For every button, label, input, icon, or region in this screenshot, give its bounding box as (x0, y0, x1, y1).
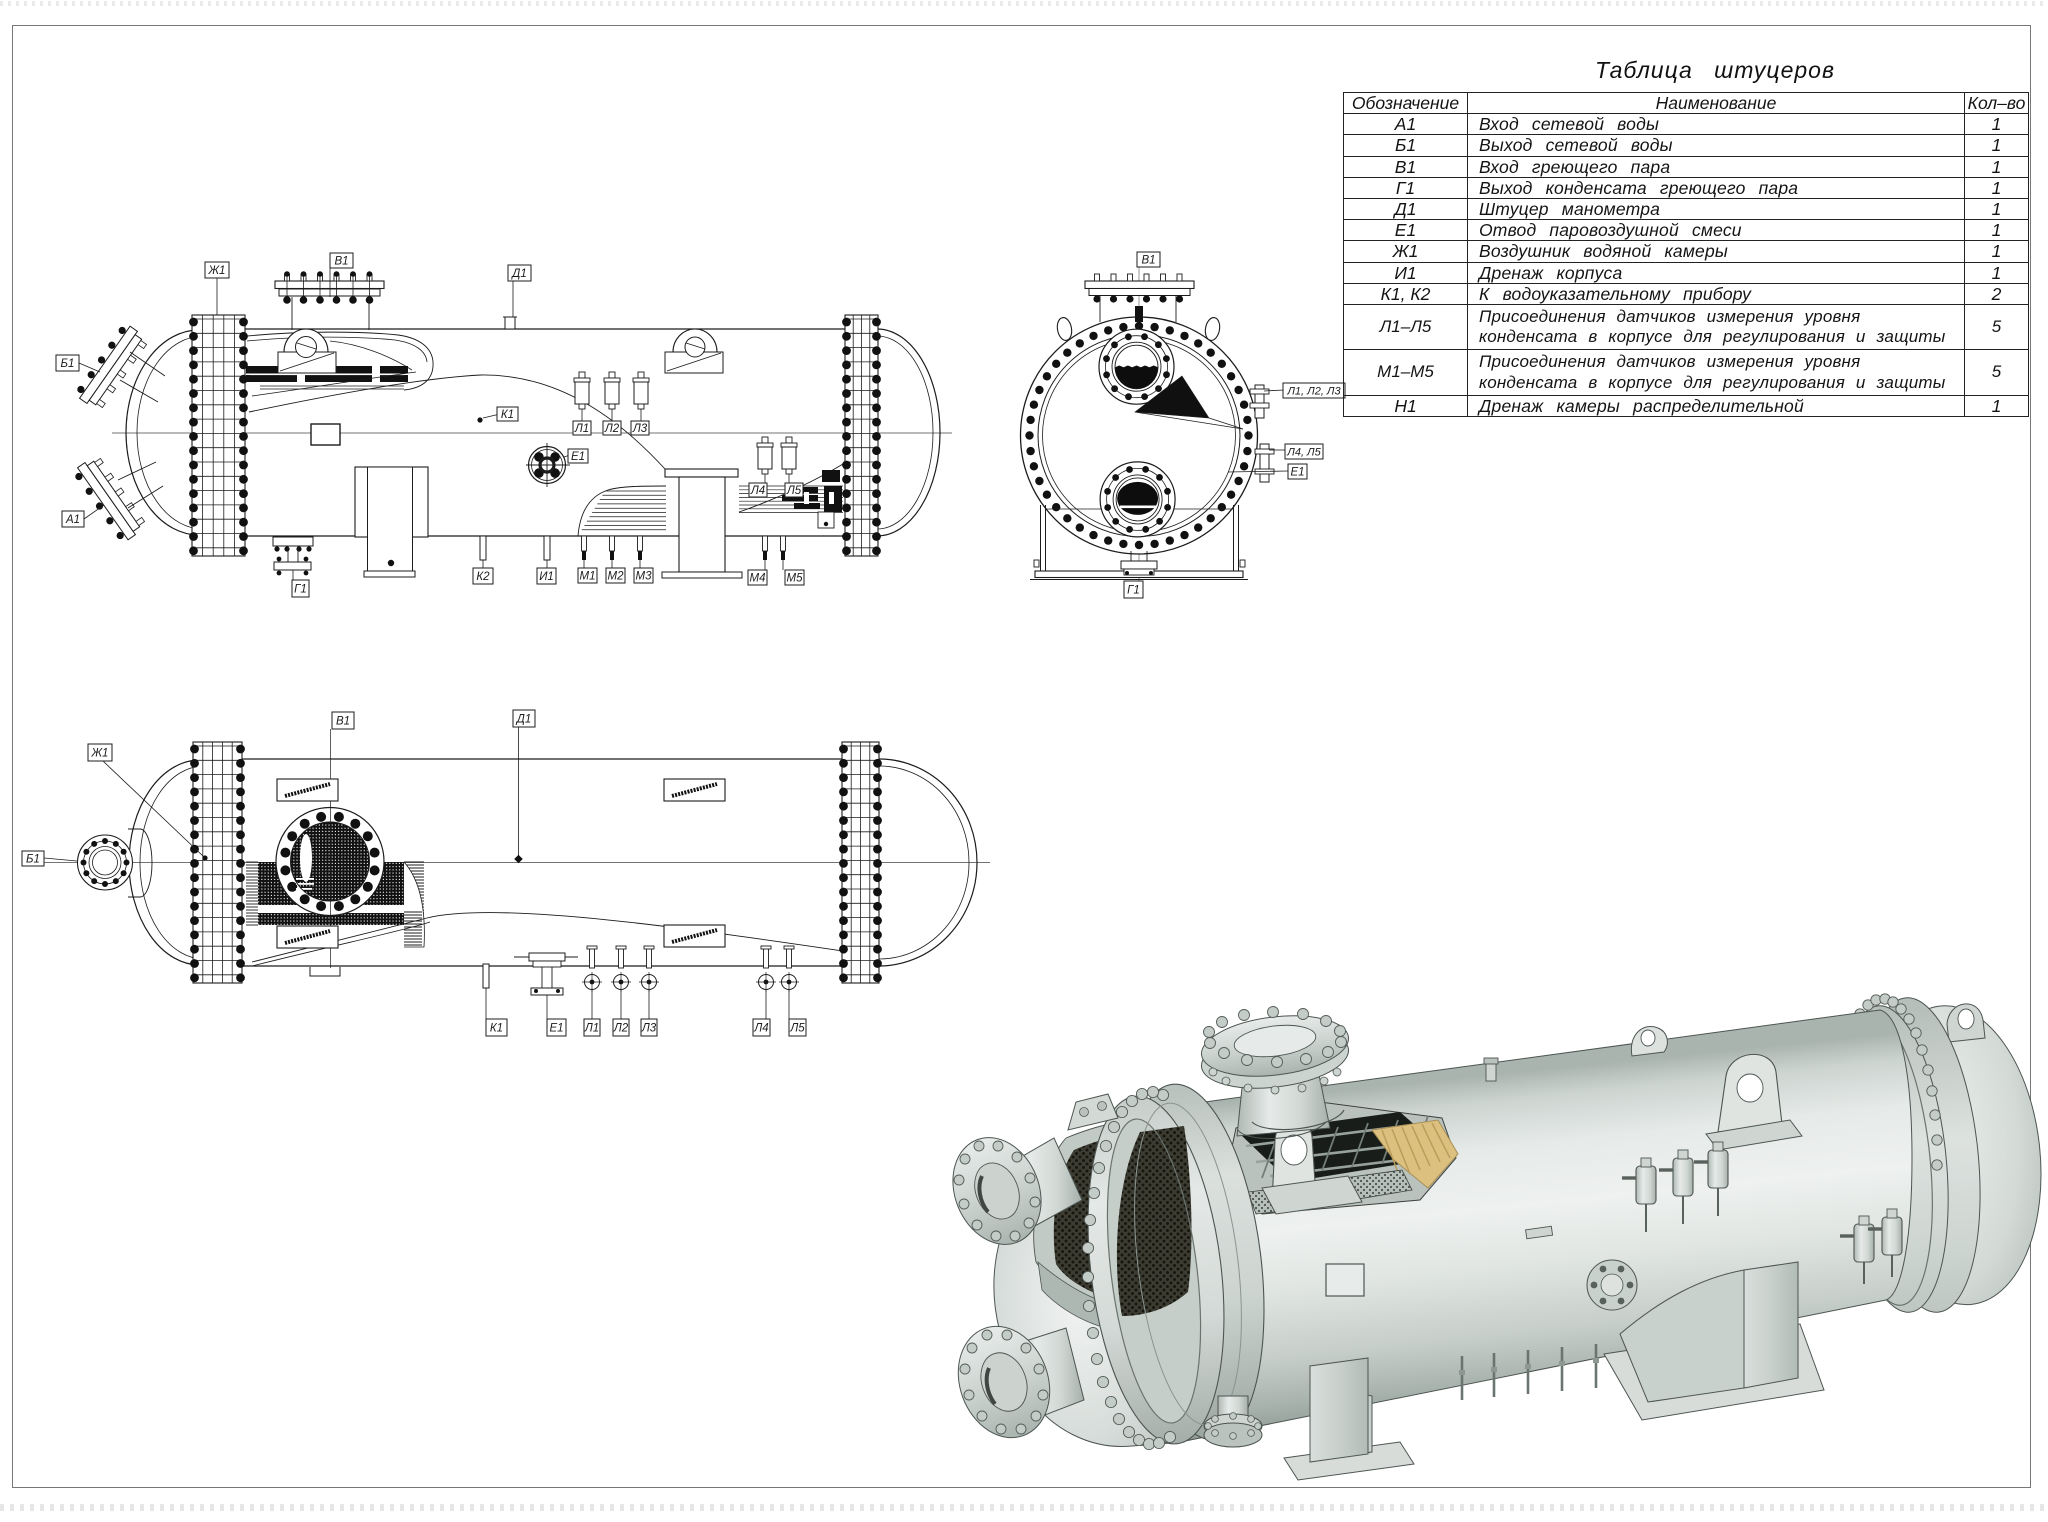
svg-text:М2: М2 (608, 571, 625, 583)
svg-text:К1: К1 (490, 1023, 503, 1035)
svg-text:А1: А1 (65, 514, 80, 526)
svg-text:Б1: Б1 (26, 854, 40, 866)
svg-text:Л4, Л5: Л4, Л5 (1286, 447, 1321, 459)
svg-text:М3: М3 (636, 571, 653, 583)
svg-text:Е1: Е1 (549, 1023, 563, 1035)
svg-text:Л3: Л3 (641, 1023, 657, 1035)
svg-text:Л3: Л3 (632, 423, 648, 435)
svg-text:Е1: Е1 (1290, 467, 1304, 479)
svg-text:Л5: Л5 (789, 1023, 805, 1035)
svg-text:Д1: Д1 (515, 714, 532, 726)
svg-text:Г1: Г1 (1127, 585, 1140, 597)
svg-text:К1: К1 (501, 409, 514, 421)
svg-text:Г1: Г1 (294, 584, 307, 596)
svg-text:Е1: Е1 (571, 451, 585, 463)
svg-text:Л2: Л2 (604, 423, 620, 435)
svg-text:М1: М1 (580, 571, 596, 583)
svg-text:Д1: Д1 (510, 268, 527, 280)
svg-text:Л4: Л4 (750, 485, 765, 497)
svg-text:Б1: Б1 (61, 358, 75, 370)
svg-text:Л1, Л2, Л3: Л1, Л2, Л3 (1286, 386, 1341, 398)
svg-text:Ж1: Ж1 (208, 265, 226, 277)
svg-text:В1: В1 (334, 256, 348, 268)
svg-text:Л4: Л4 (753, 1023, 768, 1035)
svg-text:В1: В1 (336, 716, 350, 728)
svg-text:В1: В1 (1141, 255, 1155, 267)
svg-text:Л2: Л2 (613, 1023, 629, 1035)
svg-text:К2: К2 (476, 571, 490, 583)
svg-text:Л5: Л5 (786, 485, 802, 497)
svg-text:М5: М5 (787, 573, 804, 585)
svg-text:Ж1: Ж1 (91, 748, 109, 760)
svg-text:Л1: Л1 (574, 423, 589, 435)
svg-text:И1: И1 (539, 571, 554, 583)
svg-text:М4: М4 (750, 573, 766, 585)
svg-text:Л1: Л1 (584, 1023, 599, 1035)
